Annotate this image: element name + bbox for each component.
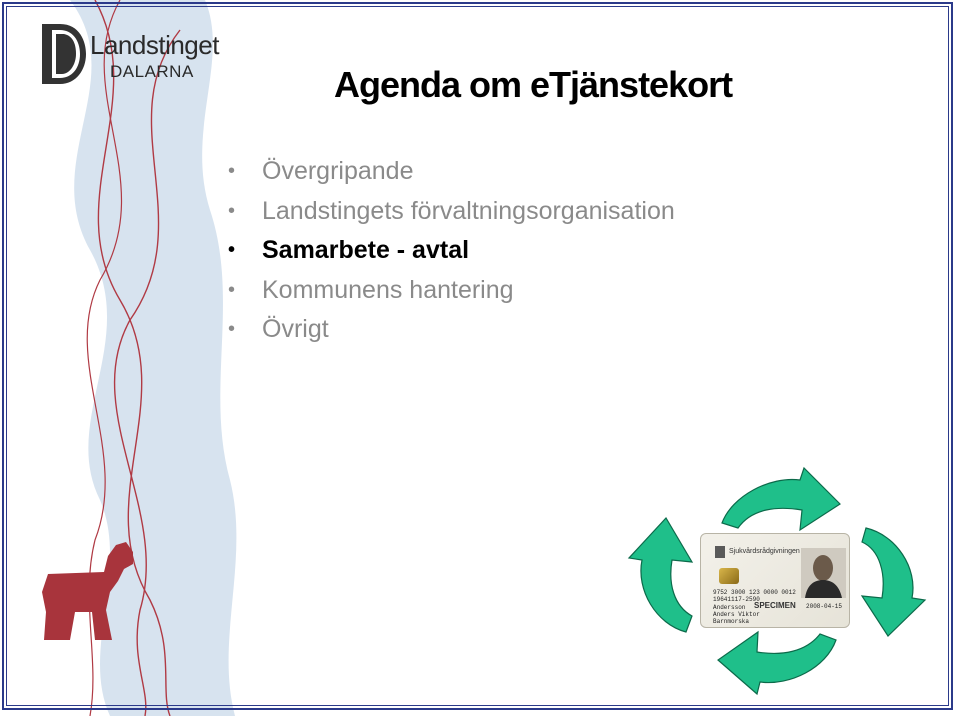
card-specimen: SPECIMEN bbox=[754, 601, 796, 610]
bullet-icon: • bbox=[228, 160, 236, 182]
cycle-arrow-left-icon bbox=[627, 517, 694, 633]
card-valid-date: 2008-04-15 bbox=[806, 603, 843, 610]
cycle-arrow-bottom-icon bbox=[717, 630, 837, 696]
agenda-item-label: Landstingets förvaltningsorganisation bbox=[262, 196, 675, 225]
logo-subtitle: DALARNA bbox=[110, 62, 194, 81]
agenda-item-forvaltningsorganisation: • Landstingets förvaltningsorganisation bbox=[228, 192, 675, 232]
agenda-item-overgripande: • Övergripande bbox=[228, 152, 675, 192]
bullet-icon: • bbox=[228, 278, 236, 301]
card-issuer: Sjukvårdsrådgivningen bbox=[729, 548, 800, 555]
wave-curve-2 bbox=[113, 29, 181, 716]
landstinget-logo: Landstinget DALARNA bbox=[40, 20, 230, 90]
wave-band bbox=[70, 0, 237, 716]
card-surname: Andersson bbox=[713, 604, 746, 611]
bullet-icon: • bbox=[228, 318, 236, 340]
logo-name: Landstinget bbox=[90, 30, 219, 60]
dala-horse-icon bbox=[42, 542, 133, 640]
card-photo bbox=[801, 548, 846, 598]
card-logo-icon bbox=[715, 546, 725, 558]
cycle-arrow-right-icon bbox=[860, 527, 927, 637]
agenda-item-label: Samarbete - avtal bbox=[262, 236, 470, 264]
bullet-icon: • bbox=[228, 199, 236, 222]
agenda-item-kommunens-hantering: • Kommunens hantering bbox=[228, 271, 675, 311]
agenda-item-label: Övrigt bbox=[262, 315, 329, 343]
slide-inner-frame bbox=[6, 6, 949, 706]
bullet-icon: • bbox=[228, 239, 236, 261]
e-service-card: Sjukvårdsrådgivningen 9752 3000 123 0000… bbox=[700, 533, 850, 628]
card-given-name: Anders Viktor bbox=[713, 611, 760, 618]
agenda-item-samarbete: • Samarbete - avtal bbox=[228, 231, 675, 271]
card-number: 9752 3000 123 0000 0012 bbox=[713, 589, 796, 596]
card-id: 19641117-2590 bbox=[713, 596, 760, 603]
agenda-item-label: Kommunens hantering bbox=[262, 275, 514, 304]
chip-icon bbox=[719, 568, 739, 584]
slide-title: Agenda om eTjänstekort bbox=[334, 64, 733, 105]
portrait-icon bbox=[805, 555, 842, 598]
logo-mark-icon bbox=[42, 24, 86, 84]
card-role: Barnmorska bbox=[713, 618, 750, 625]
agenda-list: • Övergripande • Landstingets förvaltnings… bbox=[228, 152, 675, 350]
agenda-item-ovrigt: • Övrigt bbox=[228, 310, 675, 350]
wave-curve-1 bbox=[94, 0, 171, 716]
agenda-item-label: Övergripande bbox=[262, 157, 414, 185]
cycle-arrow-top-icon bbox=[721, 466, 841, 532]
